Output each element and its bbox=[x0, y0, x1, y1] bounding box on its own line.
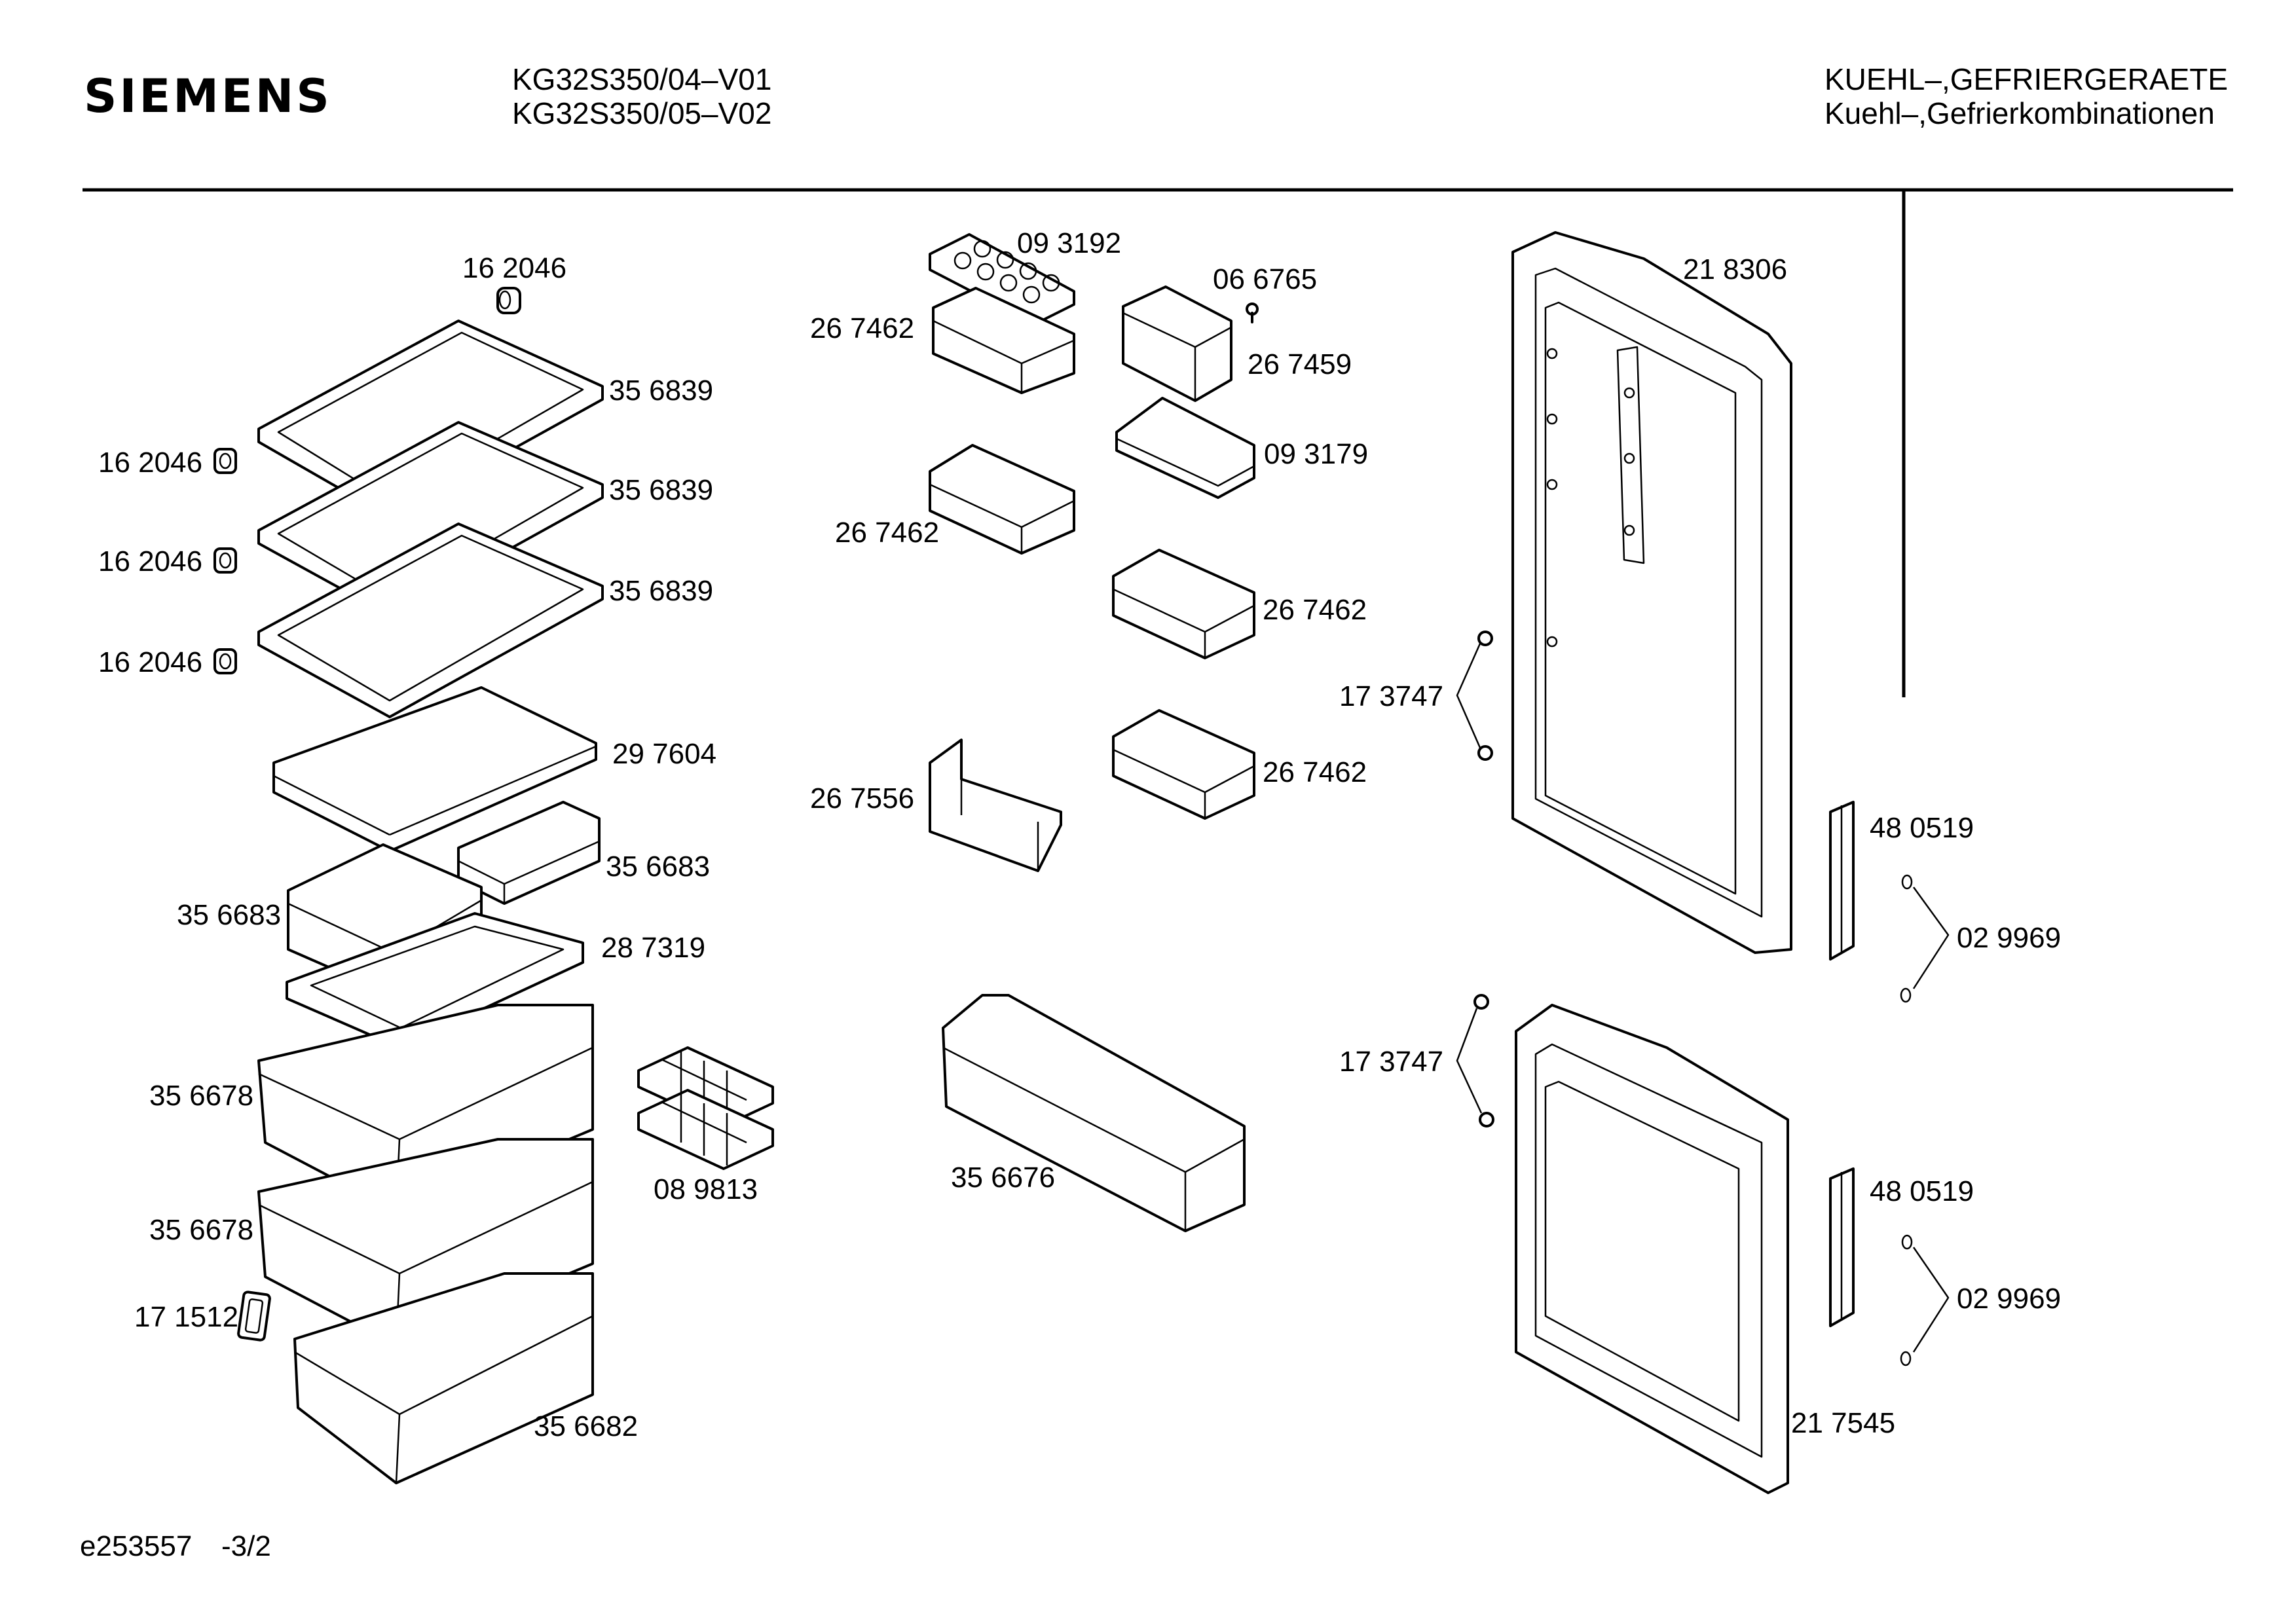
leader-handle-covers-lower bbox=[1912, 1247, 1950, 1353]
crisper-cover bbox=[272, 686, 597, 852]
part-label: 08 9813 bbox=[654, 1173, 758, 1205]
part-label: 28 7319 bbox=[601, 932, 706, 964]
part-label: 48 0519 bbox=[1870, 812, 1974, 844]
part-label: 26 7462 bbox=[1263, 756, 1367, 788]
door-handle-lower bbox=[1829, 1167, 1855, 1327]
shelf-clip-3 bbox=[213, 648, 237, 674]
screw-small bbox=[1246, 302, 1259, 323]
part-label: 48 0519 bbox=[1870, 1175, 1974, 1207]
category-title: KUEHL–,GEFRIERGERAETE bbox=[1824, 62, 2229, 96]
door-bin-small-2 bbox=[1115, 397, 1255, 499]
part-label: 29 7604 bbox=[612, 738, 717, 770]
model-number-2: KG32S350/05–V02 bbox=[512, 96, 772, 130]
part-label: 17 3747 bbox=[1339, 680, 1444, 712]
part-label: 16 2046 bbox=[462, 252, 567, 284]
part-label: 17 1512 bbox=[134, 1301, 239, 1333]
category-subtitle: Kuehl–,Gefrierkombinationen bbox=[1824, 96, 2215, 130]
freezer-door bbox=[1515, 1004, 1789, 1494]
butter-compartment bbox=[1122, 285, 1232, 402]
part-label: 21 8306 bbox=[1683, 253, 1788, 285]
door-bin-bottle-small bbox=[929, 739, 1062, 872]
part-label: 17 3747 bbox=[1339, 1046, 1444, 1078]
door-bin-small-4 bbox=[1112, 549, 1255, 659]
door-bin-small-1 bbox=[932, 287, 1075, 394]
part-label: 02 9969 bbox=[1957, 1283, 2062, 1315]
shelf-clip-2 bbox=[213, 547, 237, 574]
part-label: 16 2046 bbox=[98, 447, 203, 479]
part-label: 35 6839 bbox=[609, 474, 714, 506]
shelf-clip-1 bbox=[213, 448, 237, 474]
leader-hinge-screws-upper bbox=[1456, 643, 1481, 748]
hinge-screws-lower bbox=[1473, 994, 1494, 1127]
part-label: 35 6678 bbox=[149, 1080, 254, 1112]
door-bin-small-5 bbox=[1112, 709, 1255, 820]
glass-shelf-3 bbox=[257, 522, 604, 718]
handle-covers-lower bbox=[1900, 1234, 1913, 1366]
part-label: 26 7462 bbox=[810, 312, 915, 344]
door-handle-upper bbox=[1829, 801, 1855, 961]
ice-cube-tray-2 bbox=[637, 1089, 774, 1170]
part-label: 02 9969 bbox=[1957, 922, 2062, 954]
part-label: 26 7556 bbox=[810, 782, 915, 815]
drawer-handle bbox=[237, 1291, 271, 1342]
ice-cube-tray-1 bbox=[637, 1046, 774, 1127]
part-label: 35 6676 bbox=[951, 1162, 1056, 1194]
leader-handle-covers-upper bbox=[1912, 887, 1950, 989]
model-number-1: KG32S350/04–V01 bbox=[512, 62, 772, 96]
document-id: e253557 bbox=[80, 1530, 193, 1562]
leader-hinge-screws-lower bbox=[1456, 1008, 1483, 1114]
drawer-frame bbox=[286, 912, 584, 1049]
part-label: 26 7459 bbox=[1248, 348, 1352, 380]
freezer-drawer bbox=[293, 1272, 594, 1484]
door-bin-small-3 bbox=[929, 444, 1075, 555]
brand-logo: SIEMENS bbox=[84, 69, 332, 123]
shelf-clip-top bbox=[496, 287, 521, 314]
part-label: 35 6683 bbox=[606, 851, 711, 883]
bottle-rack bbox=[942, 994, 1246, 1232]
part-label: 35 6682 bbox=[534, 1410, 639, 1442]
part-label: 26 7462 bbox=[835, 517, 940, 549]
part-label: 35 6839 bbox=[609, 575, 714, 607]
glass-shelf-2 bbox=[257, 421, 604, 617]
page-number: -3/2 bbox=[221, 1530, 271, 1562]
part-label: 26 7462 bbox=[1263, 594, 1367, 626]
handle-covers-upper bbox=[1900, 874, 1913, 1003]
part-label: 09 3179 bbox=[1264, 438, 1369, 470]
egg-tray bbox=[929, 233, 1075, 325]
part-label: 35 6839 bbox=[609, 375, 714, 407]
part-label: 35 6678 bbox=[149, 1214, 254, 1246]
part-label: 16 2046 bbox=[98, 646, 203, 678]
part-label: 21 7545 bbox=[1791, 1407, 1896, 1439]
fridge-door bbox=[1511, 231, 1792, 954]
part-label: 06 6765 bbox=[1213, 263, 1318, 295]
glass-shelf-1 bbox=[257, 320, 604, 519]
part-label: 09 3192 bbox=[1017, 227, 1122, 259]
hinge-screws-upper bbox=[1477, 631, 1493, 761]
part-label: 16 2046 bbox=[98, 545, 203, 577]
part-label: 35 6683 bbox=[177, 899, 282, 931]
